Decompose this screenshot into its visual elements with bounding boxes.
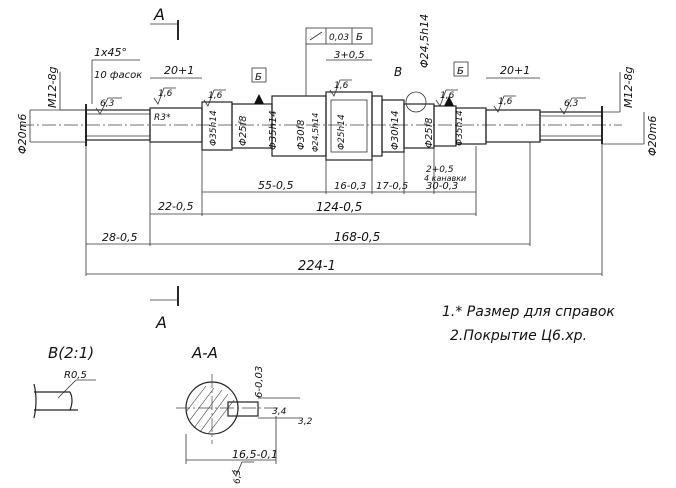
datum-markers bbox=[251, 61, 469, 106]
detail-callout: В bbox=[394, 65, 402, 79]
tolerance-value: 0,03 bbox=[329, 33, 349, 43]
dim-168: 168-0,5 bbox=[334, 230, 380, 244]
roughness-r2: 1,6 bbox=[158, 89, 173, 99]
section-view-title: А-А bbox=[191, 344, 218, 362]
roughness-r6: 1,6 bbox=[498, 97, 513, 107]
dimension-lines bbox=[29, 20, 645, 306]
technical-notes: 1.* Размер для справок 2.Покрытие Ц6.хр. bbox=[442, 304, 615, 344]
diameter-d2: Φ25f8 bbox=[238, 116, 249, 146]
dim-len-right: 20+1 bbox=[500, 64, 530, 77]
section-letter-top: А bbox=[153, 5, 165, 24]
roughness-marks bbox=[95, 79, 586, 115]
dim-len-left: 20+1 bbox=[164, 64, 194, 77]
dim-55: 55-0,5 bbox=[258, 179, 293, 192]
dim-grooves: 4 канавки bbox=[424, 174, 466, 183]
diameter-d1: Φ35h14 bbox=[209, 110, 219, 146]
dim-224: 224-1 bbox=[298, 259, 336, 274]
diameter-end-right: Φ20m6 bbox=[646, 116, 659, 156]
tolerance-datum: Б bbox=[356, 32, 363, 43]
section-letter-bottom: А bbox=[155, 313, 167, 332]
note-2: 2.Покрытие Ц6.хр. bbox=[450, 328, 587, 344]
dim-124: 124-0,5 bbox=[316, 200, 362, 214]
tolerance-frame bbox=[305, 27, 373, 96]
datum-label-left: Б bbox=[255, 72, 262, 83]
roughness-r1: 6,3 bbox=[100, 99, 115, 109]
diameter-d6: Φ25h14 bbox=[337, 114, 347, 150]
radius-r3: R3* bbox=[154, 113, 171, 123]
roughness-r5: 1,6 bbox=[440, 91, 455, 101]
roughness-r7: 6,3 bbox=[564, 99, 579, 109]
dim-30: 30-0,3 bbox=[426, 181, 458, 192]
chamfer-size: 1x45° bbox=[94, 46, 127, 59]
diameter-d5: Φ24,5h14 bbox=[311, 113, 320, 152]
dim-28: 28-0,5 bbox=[102, 231, 137, 244]
note-1: 1.* Размер для справок bbox=[442, 304, 615, 320]
datum-label-right: Б bbox=[457, 66, 464, 77]
chamfer-count: 10 фасок bbox=[94, 70, 142, 81]
diameter-d4: Φ30f8 bbox=[296, 120, 307, 150]
section-key-width: 6-0,03 bbox=[254, 366, 265, 398]
diameter-d8: Φ25f8 bbox=[424, 118, 435, 148]
dim-16: 16-0,3 bbox=[334, 181, 366, 192]
detail-view: В(2:1) R0,5 bbox=[33, 344, 96, 419]
section-view: А-А 6-0,03 3,4 3,2 16,5-0,1 6,3 bbox=[176, 344, 313, 484]
section-dim: 16,5-0,1 bbox=[232, 448, 278, 461]
diameter-end-left: Φ20m6 bbox=[16, 114, 29, 154]
dim-key-top: 3+0,5 bbox=[334, 50, 365, 61]
roughness-r4: 1,6 bbox=[334, 81, 349, 91]
diameter-d9: Φ35h14 bbox=[455, 110, 465, 146]
section-roughness: 6,3 bbox=[233, 469, 243, 484]
main-labels: А А 1x45° 10 фасок M12-8g M12-8g Φ20m6 Φ… bbox=[16, 5, 659, 332]
diameter-d3: Φ35h14 bbox=[268, 110, 279, 150]
thread-left: M12-8g bbox=[46, 67, 59, 108]
section-depth1: 3,4 bbox=[272, 407, 287, 417]
section-depth2: 3,2 bbox=[298, 417, 313, 427]
detail-view-title: В(2:1) bbox=[48, 344, 94, 362]
dim-17: 17-0,5 bbox=[376, 181, 408, 192]
detail-radius: R0,5 bbox=[64, 370, 87, 381]
dim-2: 2+0,5 bbox=[426, 165, 454, 175]
diameter-d10: Φ24,5h14 bbox=[418, 14, 431, 68]
thread-right: M12-8g bbox=[622, 67, 635, 108]
diameter-d7: Φ30h14 bbox=[390, 110, 401, 150]
roughness-r3: 1,6 bbox=[208, 91, 223, 101]
dim-22: 22-0,5 bbox=[158, 200, 193, 213]
